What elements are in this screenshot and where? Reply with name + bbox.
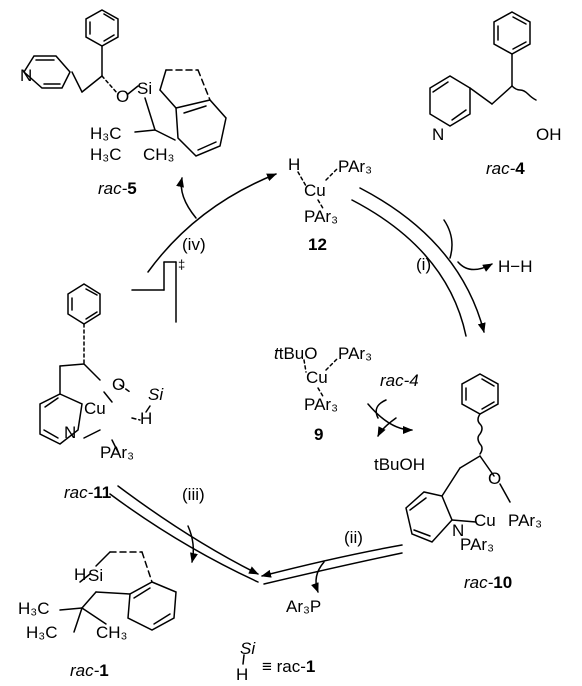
ligand-tBuO: ttBuO [274,344,318,363]
compound-label-rac-4: rac-4 [486,159,525,178]
atom-N: N [432,125,445,144]
atom-O: O [488,469,502,488]
compound-label-rac-11: rac-11 [64,483,112,502]
structure-9 [303,357,339,399]
byproduct-Ar3P: Ar₃P [286,597,322,616]
legend-Si: Si [240,639,256,658]
ts-bracket [131,261,177,323]
ligand-PAr3: PAr₃ [304,395,338,414]
atom-Cu: Cu [304,181,326,200]
methyl-label: CH₃ [143,145,175,164]
atom-N: N [20,66,33,85]
step-label-iv: (iv) [182,235,206,254]
atom-O: O [112,375,126,394]
step-label-iii: (iii) [182,485,205,504]
step-label-ii: (ii) [344,528,363,547]
methyl-label: H₃C [18,599,50,618]
structure-12 [297,167,339,211]
arrow-step-ii [261,544,403,593]
compound-label-9: 9 [314,425,324,444]
compound-label-rac-1: rac-1 [70,661,109,680]
byproduct-tBuOH: tBuOH [374,455,426,474]
ligand-PAr3: PAr₃ [338,157,372,176]
legend-H: H [236,665,249,684]
reagent-rac-4: rac-4 [380,371,419,390]
atom-Cu: Cu [306,368,328,387]
atom-H: H [140,409,153,428]
atom-O: O [116,87,130,106]
structure-rac-11 [39,283,151,453]
methyl-label: H₃C [90,124,122,143]
atom-N: N [452,521,465,540]
arrow-step-i [351,187,493,337]
ligand-PAr3: PAr₃ [338,344,372,363]
ligand-PAr3: PAr₃ [460,535,494,554]
methyl-label: H₃C [90,145,122,164]
ligand-PAr3: PAr₃ [508,511,542,530]
step-label-i: (i) [416,255,432,274]
arrow-precatalyst [367,399,413,437]
atom-Si: Si [137,79,153,98]
atom-Si: Si [88,566,104,585]
methyl-label: H₃C [26,623,58,642]
atom-Cu: Cu [84,399,106,418]
atom-OH: OH [536,125,562,144]
atom-Si: Si [148,385,164,404]
ligand-PAr3: PAr₃ [304,207,338,226]
atom-N: N [64,423,77,442]
legend-equivalence: ≡ rac-1 [262,657,316,676]
atom-H: H [74,565,87,584]
structure-rac-1 [59,551,177,633]
compound-label-rac-10: rac-10 [464,573,513,592]
ligand-PAr3: PAr₃ [100,443,134,462]
arrow-step-iv [147,173,277,273]
methyl-label: CH₃ [96,623,128,642]
arrow-step-iii [109,485,259,583]
legend-bond [242,654,245,665]
structure-rac-4 [429,11,537,127]
compound-label-12: 12 [308,235,327,254]
atom-Cu: Cu [474,511,496,530]
compound-label-rac-5: rac-5 [98,179,137,198]
transition-state-mark: ‡ [178,257,186,272]
atom-H: H [288,155,301,174]
structure-rac-5 [23,9,227,157]
byproduct-H2: H−H [498,257,533,276]
structure-rac-10 [405,373,511,543]
